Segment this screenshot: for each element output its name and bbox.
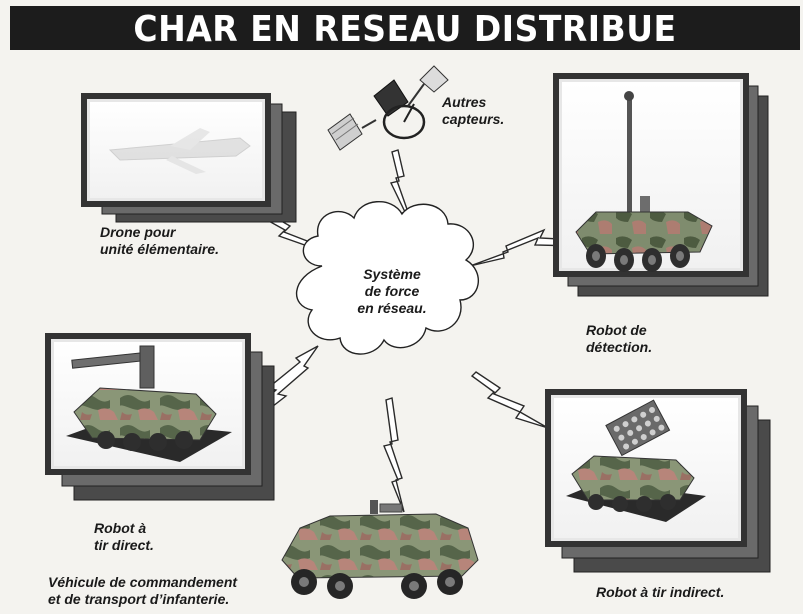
satellite-label: Autres capteurs. <box>442 94 505 127</box>
link-command <box>383 397 405 513</box>
detection-robot-icon <box>575 91 713 272</box>
drone-panel <box>81 93 297 223</box>
direct-fire-robot-icon <box>66 345 232 462</box>
network-cloud <box>296 200 480 355</box>
link-detection <box>469 228 579 267</box>
command-vehicle-label: Véhicule de commandement et de transport… <box>48 574 238 607</box>
armored-vehicle-icon <box>281 500 479 599</box>
indirect-fire-panel <box>545 389 771 573</box>
direct-fire-panel <box>45 333 275 501</box>
drone-icon <box>108 128 251 174</box>
satellite-icon <box>327 65 449 151</box>
page-title: CHAR EN RESEAU DISTRIBUE <box>133 6 677 50</box>
detection-label: Robot de détection. <box>586 322 653 355</box>
indirect-fire-robot-icon <box>566 399 706 522</box>
drone-label: Drone pour unité élémentaire. <box>100 224 220 257</box>
indirect-fire-label: Robot à tir indirect. <box>596 584 725 600</box>
center-network-label: Système de force en réseau. <box>357 266 427 316</box>
link-indirect <box>470 371 549 429</box>
detection-panel <box>553 73 769 297</box>
title-bar: CHAR EN RESEAU DISTRIBUE <box>10 6 800 50</box>
direct-fire-label: Robot à tir direct. <box>94 520 154 553</box>
